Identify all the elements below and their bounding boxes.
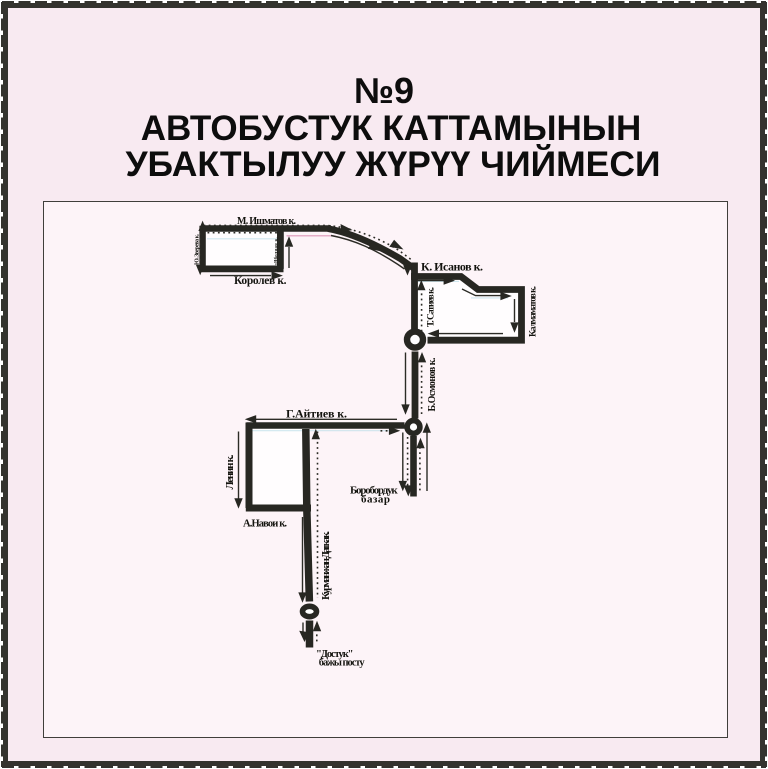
svg-text:Б.Осмонов к.: Б.Осмонов к. [427,357,438,412]
svg-text:Ленин к.: Ленин к. [224,454,236,489]
svg-text:М. Ишматов к.: М. Ишматов к. [237,216,297,227]
svg-text:Калмаматов к.: Калмаматов к. [529,286,539,337]
svg-text:базар: базар [361,494,390,506]
svg-text:А.Навои к.: А.Навои к. [243,519,287,530]
svg-text:Ю. Зверева к.: Ю. Зверева к. [195,234,201,266]
svg-text:К. Исанов к.: К. Исанов к. [421,260,483,274]
svg-text:зЯбодная к.: зЯбодная к. [274,237,279,265]
svg-text:Т. Сатиев к.: Т. Сатиев к. [427,287,437,327]
svg-text:бажы посту: бажы посту [319,658,366,669]
svg-text:Курманжан-Датка к.: Курманжан-Датка к. [320,531,332,600]
svg-text:Боробордук: Боробордук [350,484,398,496]
svg-text:Королев к.: Королев к. [234,275,287,287]
svg-text:"Достук": "Достук" [316,649,354,660]
svg-text:Г.Айтиев к.: Г.Айтиев к. [286,407,347,421]
